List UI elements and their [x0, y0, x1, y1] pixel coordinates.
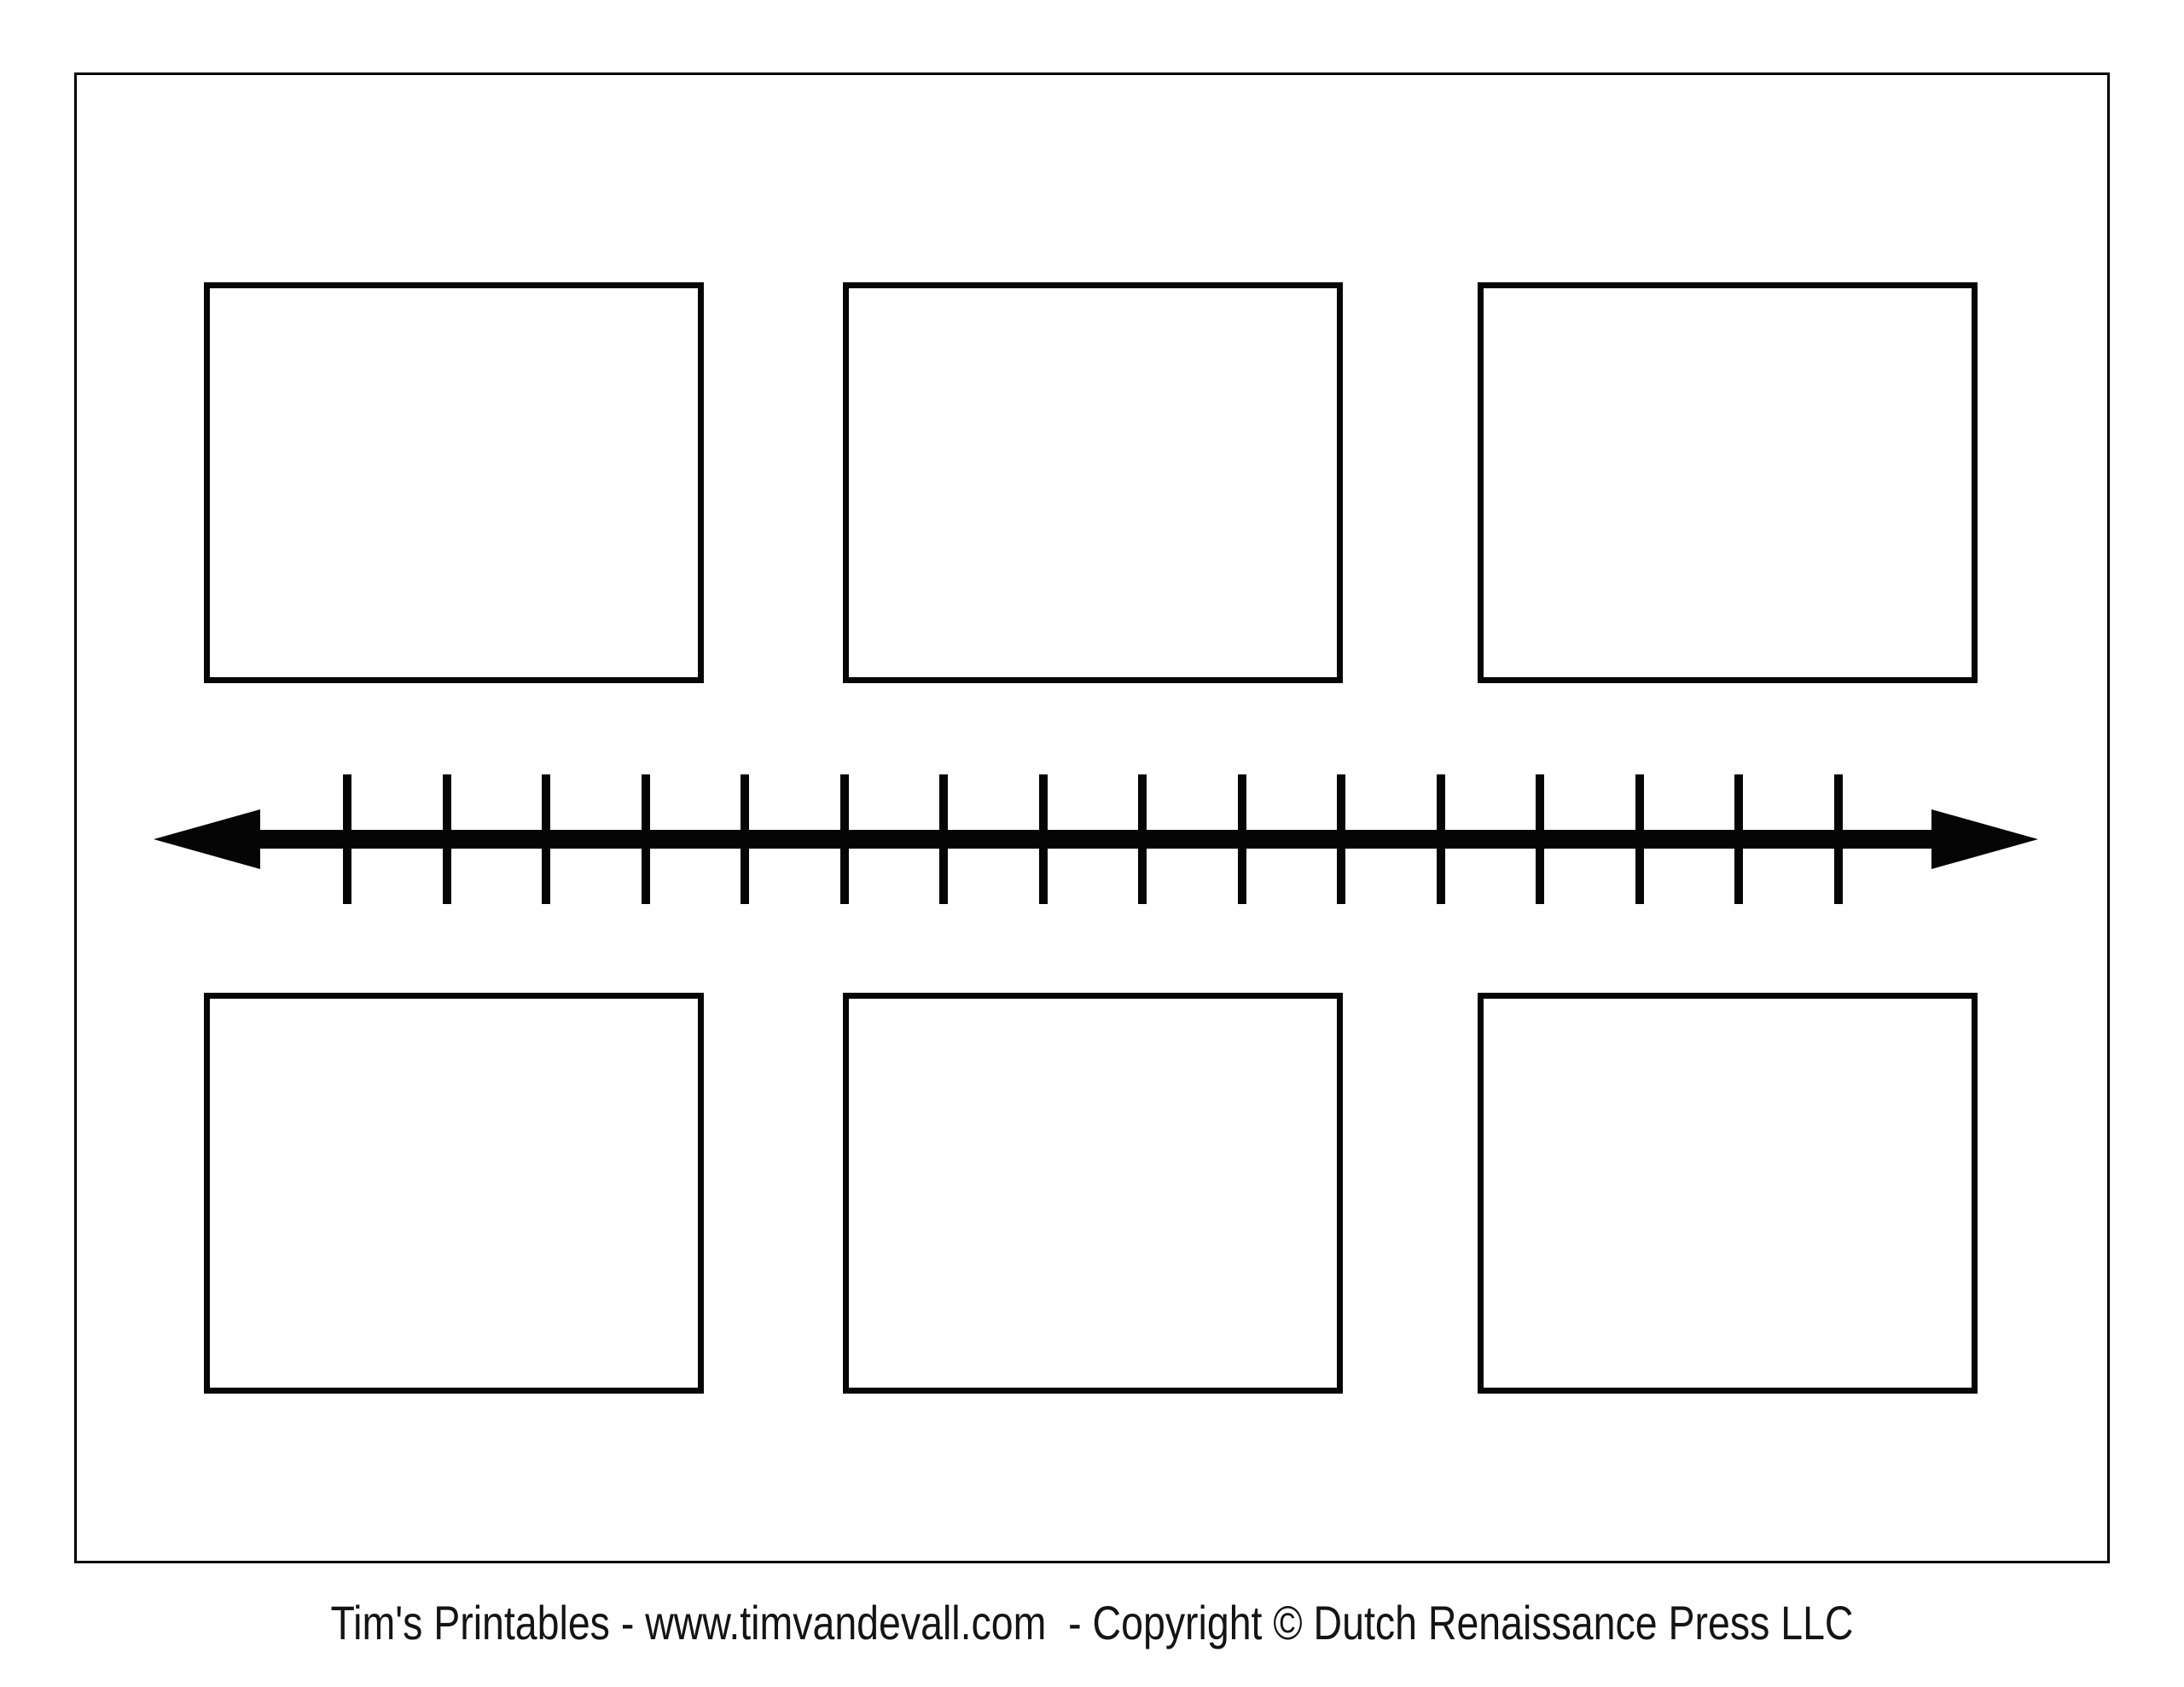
- event-box: [1478, 282, 1978, 683]
- event-box: [843, 282, 1343, 683]
- footer-credit: Tim's Printables - www.timvandevall.com …: [330, 1596, 1854, 1649]
- event-box: [1478, 993, 1978, 1394]
- event-box: [204, 282, 704, 683]
- event-box: [843, 993, 1343, 1394]
- event-box: [204, 993, 704, 1394]
